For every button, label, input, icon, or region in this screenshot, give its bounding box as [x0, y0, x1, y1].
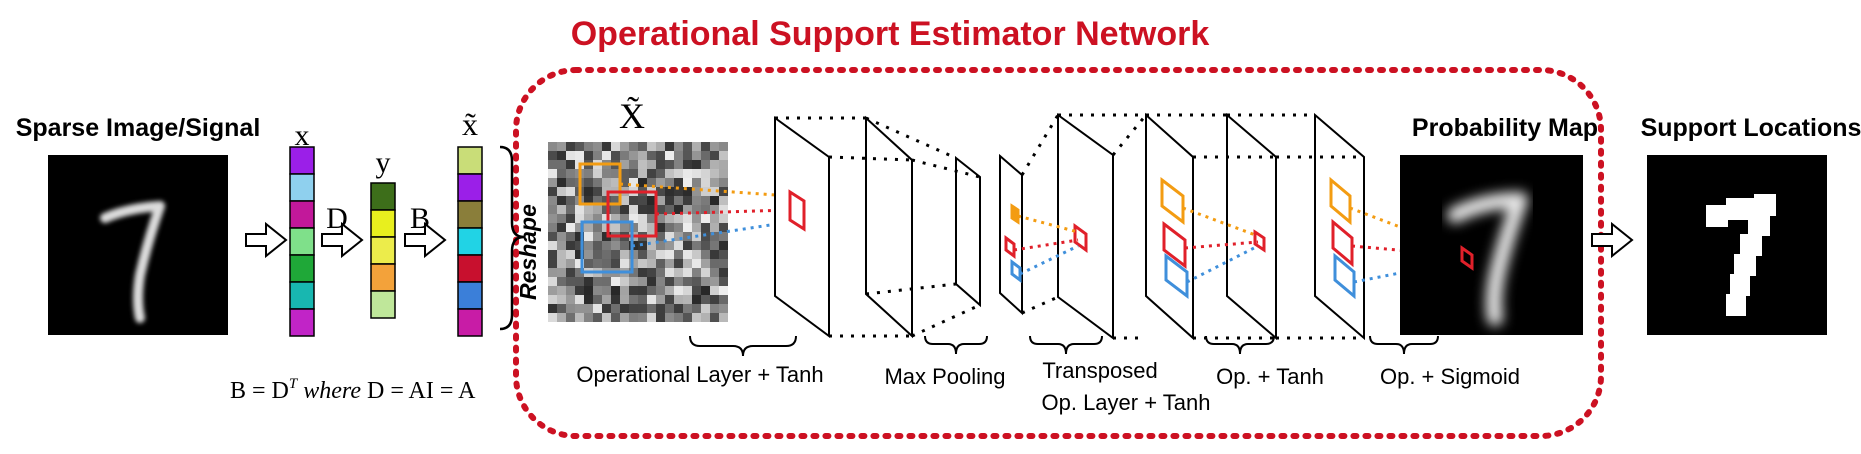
sparse-image-label: Sparse Image/Signal — [16, 114, 261, 142]
y-label: y — [376, 146, 391, 179]
layer-plane-2 — [865, 115, 913, 339]
reshape-label: Reshape — [515, 204, 541, 300]
x-tilde-vector-cell — [457, 173, 483, 202]
x-label: x — [295, 119, 310, 152]
brace-icon — [1205, 335, 1275, 355]
x-vector — [289, 146, 315, 337]
x-tilde-vector-cell — [457, 200, 483, 229]
brace-icon — [1029, 335, 1103, 355]
x-vector-cell — [289, 308, 315, 337]
x-vector-cell — [289, 254, 315, 283]
op-tanh-kernels — [1160, 176, 1266, 300]
x-tilde-big-label: X̃ — [619, 96, 645, 136]
y-vector-cell — [370, 290, 396, 319]
layer-plane-3 — [955, 155, 981, 308]
layer-plane-4 — [999, 153, 1023, 316]
sparse-image — [48, 155, 228, 335]
layer-planes — [774, 112, 1365, 341]
support-locations-label: Support Locations — [1641, 114, 1861, 142]
op-tanh2-label: Op. + Tanh — [1216, 364, 1324, 389]
op-sigmoid-kernels — [1329, 176, 1356, 300]
x-tilde-vector-cell — [457, 146, 483, 175]
hollow-arrow-icon — [404, 221, 447, 259]
x-vector-cell — [289, 281, 315, 310]
brace-icon — [1369, 335, 1439, 355]
probability-map-label: Probability Map — [1412, 114, 1598, 142]
brace-icon — [924, 335, 988, 355]
x-tilde-vector-cell — [457, 227, 483, 256]
y-vector — [370, 182, 396, 319]
transposed-label-1: Transposed — [1042, 358, 1157, 383]
transposed-kernels — [1004, 203, 1088, 283]
y-vector-cell — [370, 182, 396, 211]
support-locations-image — [1647, 155, 1827, 335]
transposed-label-2: Op. Layer + Tanh — [1042, 390, 1211, 415]
x-tilde-vector-cell — [457, 254, 483, 283]
layer-plane-5 — [1057, 113, 1114, 340]
x-vector-cell — [289, 173, 315, 202]
dotted-connector-icon — [1182, 206, 1259, 284]
dotted-connector-icon — [619, 182, 791, 248]
red-output-kernel — [1460, 245, 1474, 271]
brace-icon — [689, 335, 797, 357]
x-vector-cell — [289, 146, 315, 175]
red-kernel — [788, 189, 806, 232]
noisy-input-image — [548, 142, 728, 322]
x-tilde-vector-cell — [457, 281, 483, 310]
op-tanh-label: Operational Layer + Tanh — [576, 362, 823, 387]
x-tilde-vector-cell — [457, 308, 483, 337]
x-tilde-vector — [457, 146, 483, 337]
diagram-title: Operational Support Estimator Network — [571, 15, 1210, 53]
y-vector-cell — [370, 209, 396, 238]
hollow-arrow-icon — [321, 221, 364, 259]
op-sigmoid-label: Op. + Sigmoid — [1380, 364, 1520, 389]
x-tilde-label: x̃ — [462, 106, 478, 142]
x-vector-cell — [289, 200, 315, 229]
max-pooling-label: Max Pooling — [884, 364, 1005, 389]
probability-map-image — [1400, 155, 1583, 335]
x-vector-cell — [289, 227, 315, 256]
layer-plane-7 — [1226, 112, 1277, 341]
hollow-arrow-icon — [1591, 221, 1634, 259]
brace-icon — [499, 145, 525, 331]
y-vector-cell — [370, 263, 396, 292]
dotted-connector-icon — [1013, 214, 1079, 276]
y-vector-cell — [370, 236, 396, 265]
network-border — [513, 67, 1604, 439]
hollow-arrow-icon — [245, 221, 288, 259]
blue-receptive-box — [580, 220, 634, 274]
layer-braces — [689, 335, 1439, 357]
